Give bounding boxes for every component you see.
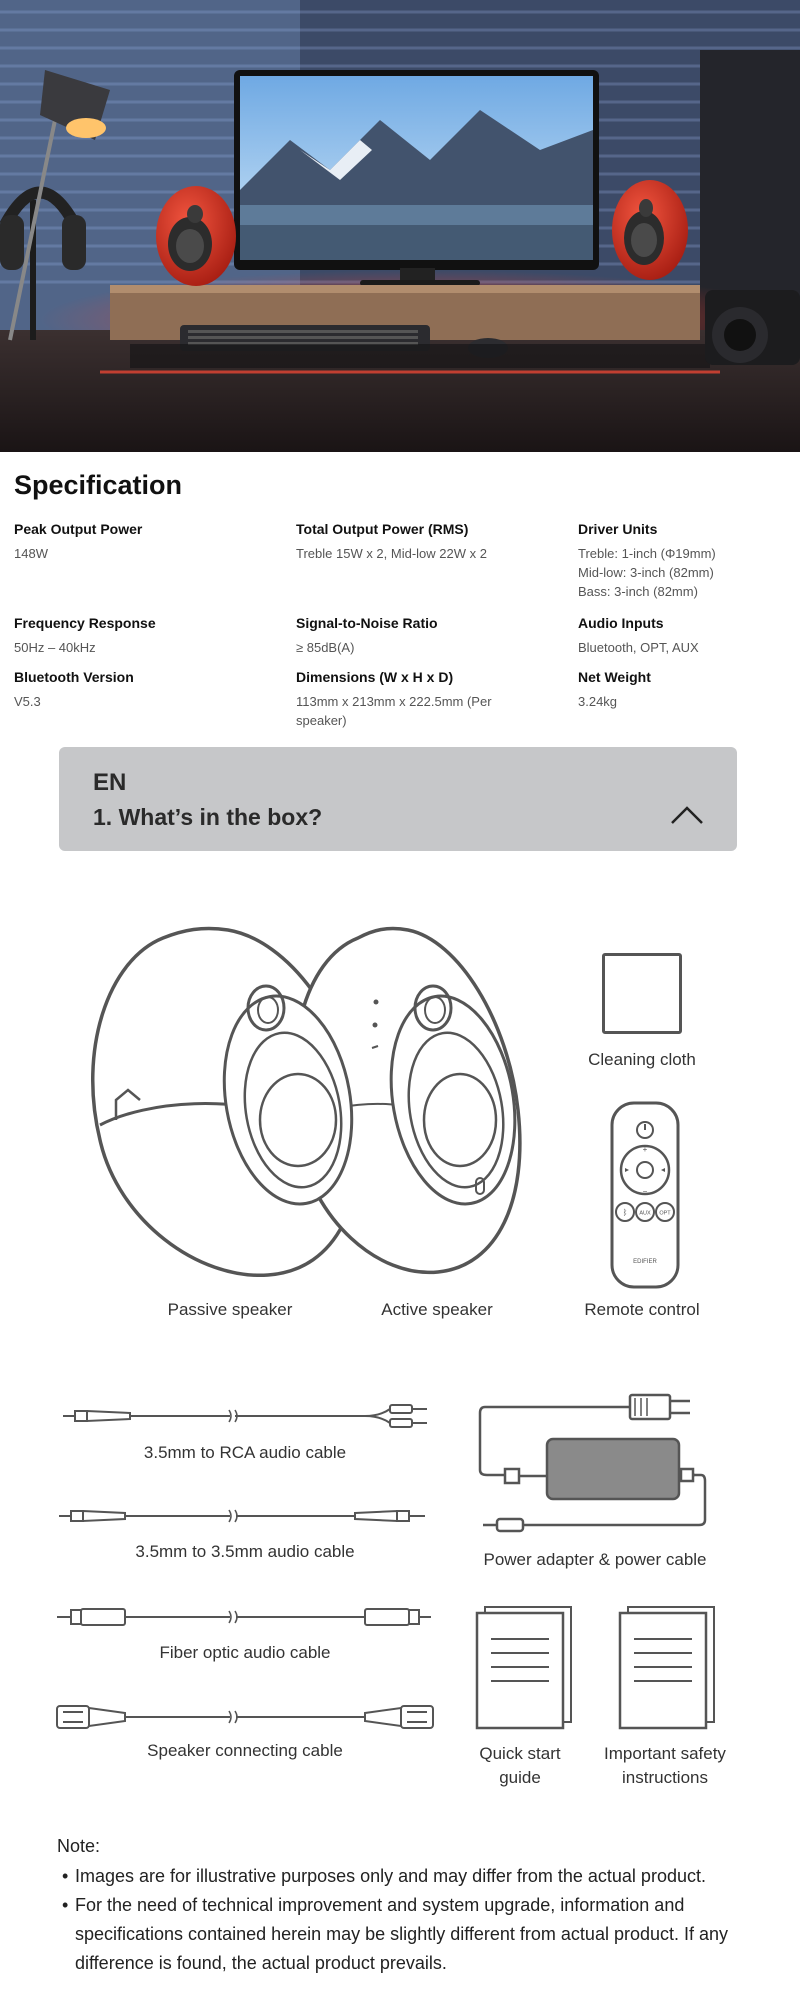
svg-text:−: − xyxy=(643,1187,648,1196)
spec-peak-output-power: Peak Output Power 148W xyxy=(14,520,284,563)
spec-value: V5.3 xyxy=(14,694,41,709)
spec-value: ≥ 85dB(A) xyxy=(296,640,355,655)
spec-net-weight: Net Weight 3.24kg xyxy=(578,668,788,711)
spec-value: 113mm x 213mm x 222.5mm (Per speaker) xyxy=(296,694,492,728)
spec-label: Net Weight xyxy=(578,669,651,685)
svg-text:ᛒ: ᛒ xyxy=(623,1208,628,1217)
remote-aux-label: AUX xyxy=(639,1211,651,1217)
power-adapter-caption: Power adapter & power cable xyxy=(483,1550,707,1569)
power-adapter-illustration xyxy=(478,1393,707,1533)
desk-setup-illustration xyxy=(0,0,800,452)
remote-control-caption: Remote control xyxy=(584,1300,700,1319)
spec-value: Treble: 1-inch (Φ19mm) Mid-low: 3-inch (… xyxy=(578,546,716,599)
spec-value: 50Hz – 40kHz xyxy=(14,640,96,655)
rca-cable-illustration xyxy=(63,1404,427,1428)
spec-label: Bluetooth Version xyxy=(14,669,134,685)
aux-cable-illustration xyxy=(59,1509,425,1523)
note-item: For the need of technical improvement an… xyxy=(60,1891,760,1978)
spec-label: Dimensions (W x H x D) xyxy=(296,669,454,685)
spec-label: Signal-to-Noise Ratio xyxy=(296,615,438,631)
remote-brand-label: EDIFIER xyxy=(633,1259,657,1265)
spec-bluetooth-version: Bluetooth Version V5.3 xyxy=(14,668,284,711)
cleaning-cloth-caption: Cleaning cloth xyxy=(588,1050,696,1069)
quick-start-caption: Quick start guide xyxy=(445,1742,595,1790)
active-speaker-caption: Active speaker xyxy=(381,1300,493,1319)
note-title: Note: xyxy=(57,1836,101,1856)
svg-text:+: + xyxy=(643,1145,648,1154)
accordion-heading: 1. What’s in the box? xyxy=(93,804,323,830)
speaker-connecting-cable-illustration xyxy=(56,1705,434,1729)
whats-in-the-box-accordion[interactable]: EN 1. What’s in the box? xyxy=(59,747,737,851)
fiber-optic-cable-illustration xyxy=(57,1608,431,1626)
note-list: Images are for illustrative purposes onl… xyxy=(60,1862,760,1978)
specification-title: Specification xyxy=(14,470,183,500)
spec-label: Driver Units xyxy=(578,521,658,537)
spec-value: Treble 15W x 2, Mid-low 22W x 2 xyxy=(296,546,487,561)
quick-start-guide-icon xyxy=(475,1606,572,1730)
chevron-up-icon[interactable] xyxy=(669,803,705,827)
quick-start-caption-line2: guide xyxy=(499,1768,541,1787)
spec-label: Frequency Response xyxy=(14,615,156,631)
safety-instructions-icon xyxy=(618,1606,715,1730)
spec-dimensions: Dimensions (W x H x D) 113mm x 213mm x 2… xyxy=(296,668,536,730)
spec-signal-to-noise: Signal-to-Noise Ratio ≥ 85dB(A) xyxy=(296,614,566,657)
cleaning-cloth-illustration xyxy=(602,953,682,1034)
spec-label: Audio Inputs xyxy=(578,615,664,631)
hero-image xyxy=(0,0,800,452)
aux-cable-caption: 3.5mm to 3.5mm audio cable xyxy=(135,1542,355,1561)
remote-control-illustration: + − ᛒ AUX OPT EDIFIER xyxy=(610,1101,680,1289)
spec-label: Peak Output Power xyxy=(14,521,143,537)
quick-start-caption-line1: Quick start xyxy=(479,1744,561,1763)
spec-label: Total Output Power (RMS) xyxy=(296,521,469,537)
passive-speaker-caption: Passive speaker xyxy=(167,1300,293,1319)
fiber-optic-cable-caption: Fiber optic audio cable xyxy=(159,1643,331,1662)
speaker-connecting-cable-caption: Speaker connecting cable xyxy=(147,1741,343,1760)
safety-caption-line2: instructions xyxy=(622,1768,708,1787)
spec-value: 3.24kg xyxy=(578,694,618,709)
safety-caption-line1: Important safety xyxy=(604,1744,726,1763)
rca-cable-caption: 3.5mm to RCA audio cable xyxy=(143,1443,347,1462)
language-label: EN xyxy=(93,769,127,796)
spec-driver-units: Driver Units Treble: 1-inch (Φ19mm) Mid-… xyxy=(578,520,788,601)
spec-value: Bluetooth, OPT, AUX xyxy=(578,640,699,655)
spec-audio-inputs: Audio Inputs Bluetooth, OPT, AUX xyxy=(578,614,788,657)
spec-total-output-power: Total Output Power (RMS) Treble 15W x 2,… xyxy=(296,520,566,563)
remote-opt-label: OPT xyxy=(659,1211,671,1217)
speakers-illustration xyxy=(91,926,522,1277)
note-item: Images are for illustrative purposes onl… xyxy=(60,1862,760,1891)
safety-instructions-caption: Important safety instructions xyxy=(585,1742,745,1790)
spec-value: 148W xyxy=(14,546,48,561)
spec-frequency-response: Frequency Response 50Hz – 40kHz xyxy=(14,614,284,657)
